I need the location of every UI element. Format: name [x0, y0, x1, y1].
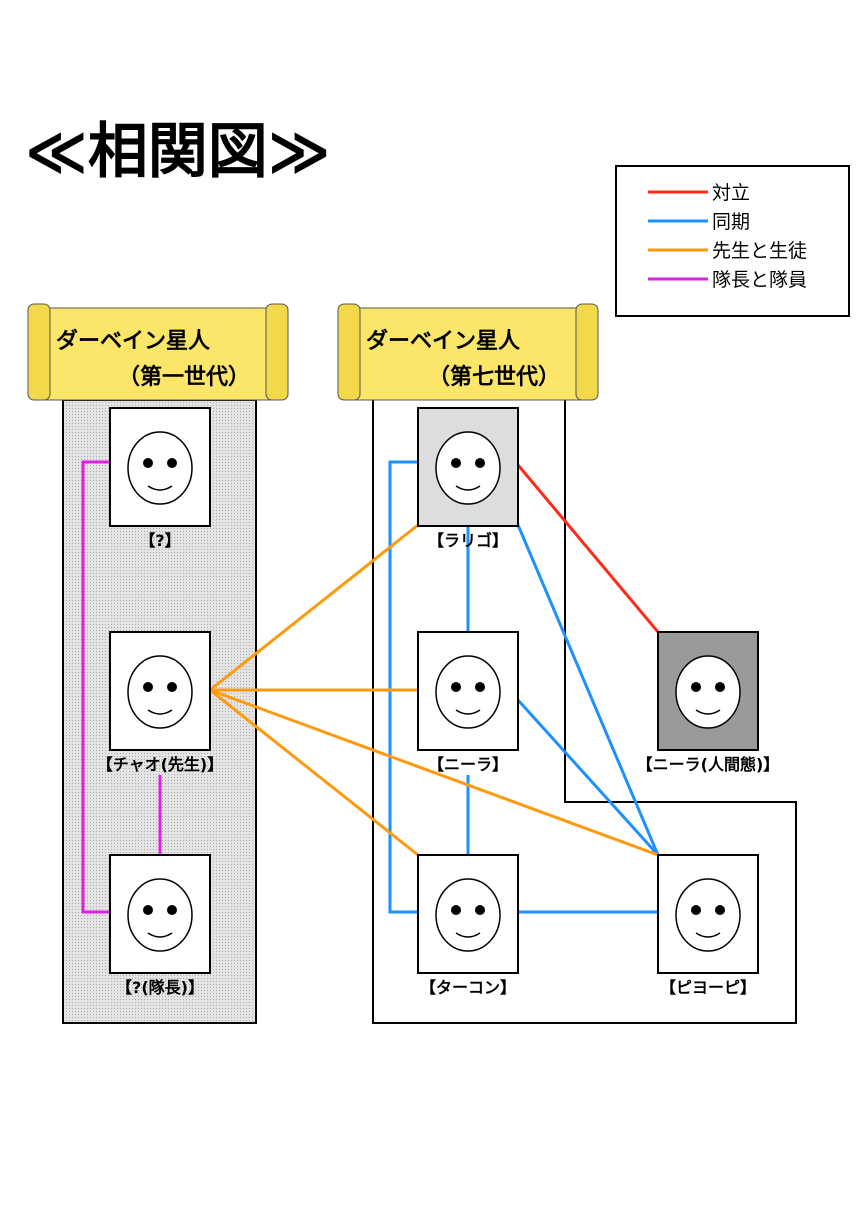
legend-label: 対立 [712, 182, 750, 204]
face-icon [127, 878, 193, 952]
character-label: 【ニーラ】 [428, 755, 508, 774]
character-label: 【ターコン】 [420, 978, 516, 997]
seventh-generation-region [372, 400, 797, 1024]
character-label: 【ニーラ(人間態)】 [637, 755, 780, 774]
character-captain: 【?(隊長)】 [109, 854, 211, 997]
peer-line [516, 698, 660, 857]
banner-title: ダーベイン星人 [366, 328, 520, 354]
character-takon: 【ターコン】 [417, 854, 519, 997]
character-piyopi: 【ピヨーピ】 [657, 854, 759, 997]
peer-line [516, 524, 660, 856]
character-unknown: 【?】 [109, 407, 211, 550]
character-label: 【?】 [139, 531, 180, 550]
relationship-lines [81, 460, 660, 914]
page-title: ≪相関図≫ [25, 117, 331, 187]
banner-seventh-generation: ダーベイン星人 （第七世代） [337, 303, 599, 401]
banner-subtitle: （第一世代） [118, 364, 250, 390]
character-label: 【チャオ(先生)】 [97, 755, 223, 774]
face-icon [127, 431, 193, 505]
face-icon [435, 431, 501, 505]
character-label: 【ピヨーピ】 [660, 978, 756, 997]
banner-first-generation: ダーベイン星人 （第一世代） [27, 303, 289, 401]
character-chao: 【チャオ(先生)】 [97, 631, 223, 774]
face-icon [675, 655, 741, 729]
legend-label: 同期 [712, 211, 750, 233]
character-label: 【?(隊長)】 [116, 978, 204, 997]
face-icon [127, 655, 193, 729]
banner-title: ダーベイン星人 [56, 328, 210, 354]
face-icon [435, 878, 501, 952]
captain-line [81, 460, 110, 914]
character-label: 【ラリゴ】 [428, 531, 508, 550]
peer-line [388, 460, 418, 914]
teacher-line [209, 688, 419, 857]
character-larigo: 【ラリゴ】 [417, 407, 519, 550]
teacher-line [209, 688, 659, 857]
rivalry-line [516, 464, 660, 633]
banner-subtitle: （第七世代） [428, 364, 560, 390]
teacher-line [209, 523, 419, 692]
legend-label: 先生と生徒 [712, 240, 807, 262]
character-niira-human: 【ニーラ(人間態)】 [637, 631, 780, 774]
legend-label: 隊長と隊員 [712, 269, 807, 291]
character-niira: 【ニーラ】 [417, 631, 519, 774]
face-icon [675, 878, 741, 952]
face-icon [435, 655, 501, 729]
